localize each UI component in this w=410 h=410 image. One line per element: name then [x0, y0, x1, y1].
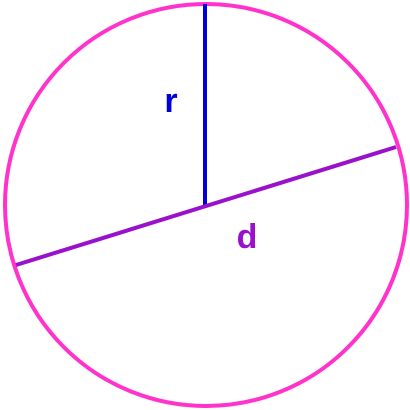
radius-label: r [164, 82, 177, 120]
diameter-line [15, 145, 397, 267]
diameter-label: d [237, 218, 258, 256]
